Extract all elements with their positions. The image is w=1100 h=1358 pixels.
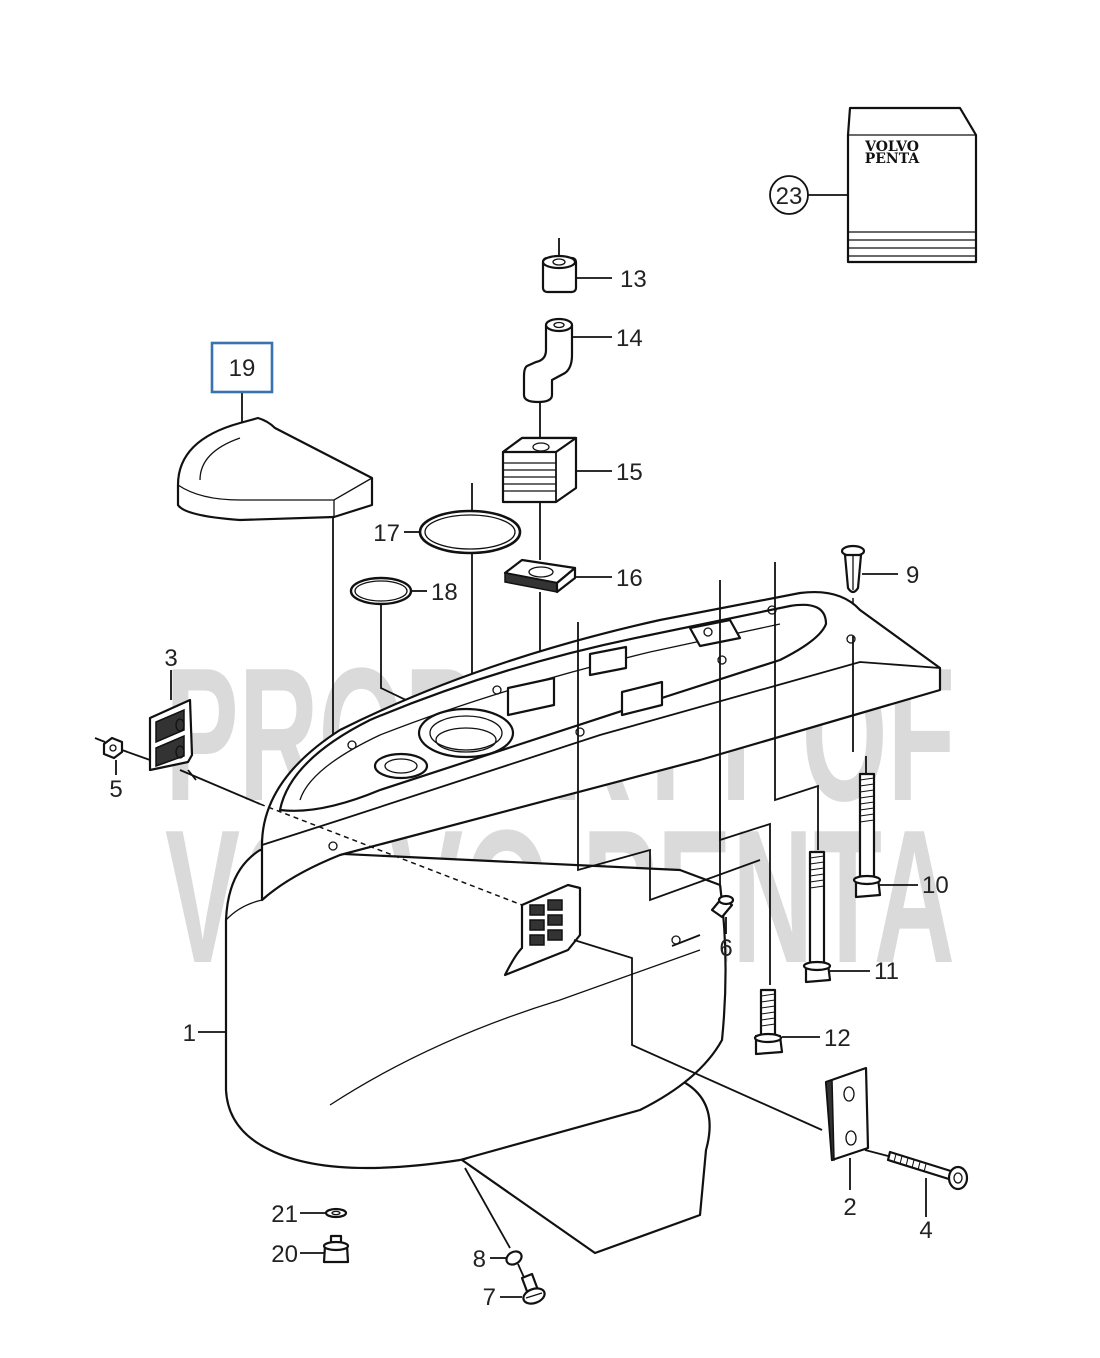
part-2-anode-plate [824,1066,870,1190]
part-9-plug [840,544,898,636]
callout-23-circle: 23 [769,175,809,215]
part-5-nut [94,736,261,805]
part-20-drain-plug [300,1234,350,1264]
callout-23: 23 [776,183,803,210]
part-11-bolt [802,850,870,984]
callout-2: 2 [843,1194,856,1221]
callout-15: 15 [616,459,643,486]
callout-3: 3 [164,645,177,672]
callout-13: 13 [620,266,647,293]
callout-18: 18 [431,579,458,606]
callout-10: 10 [922,872,949,899]
manual-brand-line-1: VOLVO [864,139,919,155]
callout-1: 1 [183,1020,196,1047]
callout-11: 11 [874,958,899,985]
part-13-sleeve [541,238,612,294]
alignment-line [259,803,823,1131]
callout-9: 9 [906,562,919,589]
callout-12: 12 [824,1025,851,1052]
part-19-cover [176,393,374,842]
part-21-washer [300,1207,348,1219]
callout-14: 14 [616,325,643,352]
guide-lines [577,562,867,985]
callout-19: 19 [229,355,256,382]
callout-21: 21 [271,1201,298,1228]
callout-4: 4 [919,1217,932,1244]
part-7-screw [500,1263,546,1305]
callout-6: 6 [719,935,732,962]
part-23-manual: VOLVO PENTA [808,106,978,264]
callout-20: 20 [271,1241,298,1268]
part-1-gear-housing [198,591,942,1255]
part-14-elbow-hose [522,317,612,438]
callout-labels: 1 2 3 4 5 6 7 8 9 10 11 12 13 14 15 16 1… [109,266,948,1311]
callout-5: 5 [109,776,122,803]
callout-7: 7 [483,1284,496,1311]
part-15-rubber-block [501,436,612,560]
part-6-set-screw [710,894,735,934]
part-4-long-bolt [864,1149,969,1217]
part-10-bolt [852,772,918,899]
part-3-anode-plate [148,670,197,781]
callout-17: 17 [373,520,400,547]
manual-brand-line-2: PENTA [865,151,921,167]
callout-8: 8 [473,1246,486,1273]
callout-16: 16 [616,565,643,592]
part-12-bolt [753,988,820,1056]
part-8-washer [464,1167,523,1266]
callout-19-highlight[interactable]: 19 [210,341,274,394]
